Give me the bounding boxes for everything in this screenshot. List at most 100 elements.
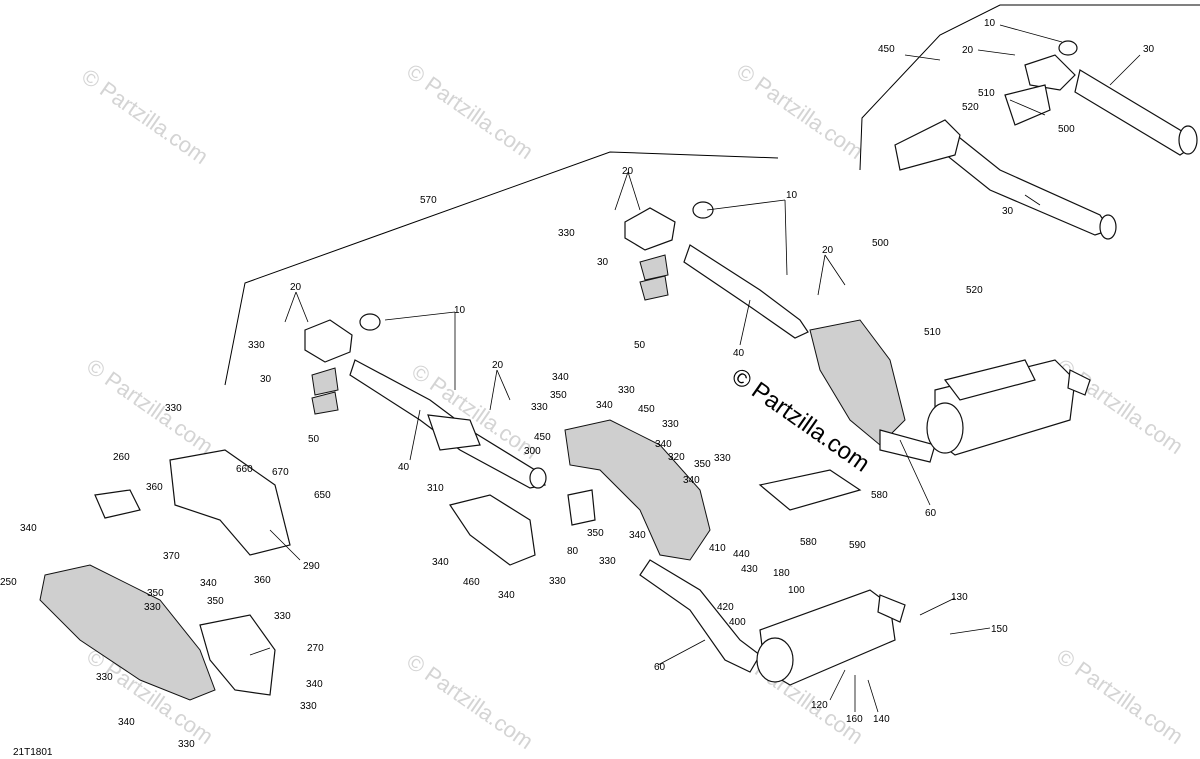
label-370: 370 [163,551,180,562]
label-20: 20 [962,45,974,56]
label-340: 340 [552,372,569,383]
label-300: 300 [524,446,541,457]
label-330: 330 [248,340,265,351]
label-580: 580 [800,537,817,548]
label-140: 140 [873,714,890,725]
group-brackets [224,4,1200,386]
label-270: 270 [307,643,324,654]
label-580: 580 [871,490,888,501]
label-250: 250 [0,577,17,588]
label-330: 330 [662,419,679,430]
label-340: 340 [629,530,646,541]
label-330: 330 [549,576,566,587]
label-340: 340 [596,400,613,411]
watermark: © Partzilla.com [402,649,538,755]
label-260: 260 [113,452,130,463]
label-20: 20 [492,360,504,371]
watermark: © Partzilla.com [77,64,213,170]
label-50: 50 [634,340,646,351]
label-360: 360 [254,575,271,586]
label-650: 650 [314,490,331,501]
label-330: 330 [274,611,291,622]
label-290: 290 [303,561,320,572]
label-570: 570 [420,195,437,206]
label-350: 350 [550,390,567,401]
label-350: 350 [587,528,604,539]
label-10: 10 [786,190,798,201]
label-590: 590 [849,540,866,551]
label-520: 520 [966,285,983,296]
label-10: 10 [454,305,466,316]
label-450: 450 [534,432,551,443]
label-420: 420 [717,602,734,613]
label-30: 30 [1002,206,1014,217]
label-340: 340 [20,523,37,534]
part-labels: 450 10 20 30 510 520 500 30 570 20 330 3… [0,18,1155,758]
label-340: 340 [683,475,700,486]
label-330: 330 [599,556,616,567]
label-180: 180 [773,568,790,579]
label-340: 340 [432,557,449,568]
label-330: 330 [714,453,731,464]
label-120: 120 [811,700,828,711]
label-350: 350 [147,588,164,599]
label-10: 10 [984,18,996,29]
label-440: 440 [733,549,750,560]
label-20: 20 [290,282,302,293]
label-100: 100 [788,585,805,596]
label-30: 30 [597,257,609,268]
label-510: 510 [978,88,995,99]
label-350: 350 [694,459,711,470]
label-670: 670 [272,467,289,478]
label-330: 330 [300,701,317,712]
label-330: 330 [165,403,182,414]
label-30: 30 [1143,44,1155,55]
label-450: 450 [878,44,895,55]
left-header-pipe [304,313,547,489]
label-20: 20 [822,245,834,256]
left-heat-shields [39,449,291,701]
label-40: 40 [398,462,410,473]
watermark: © Partzilla.com [82,354,218,460]
top-right-exhaust-assembly [894,40,1198,240]
watermark: © Partzilla.com [1052,354,1188,460]
label-460: 460 [463,577,480,588]
label-330: 330 [618,385,635,396]
label-350: 350 [207,596,224,607]
label-520: 520 [962,102,979,113]
label-430: 430 [741,564,758,575]
label-330: 330 [178,739,195,750]
label-60: 60 [654,662,666,673]
label-340: 340 [655,439,672,450]
right-muffler-assembly [809,319,1091,463]
label-330: 330 [96,672,113,683]
label-40: 40 [733,348,745,359]
watermark: © Partzilla.com [1052,644,1188,750]
label-130: 130 [951,592,968,603]
label-320: 320 [668,452,685,463]
label-160: 160 [846,714,863,725]
label-330: 330 [558,228,575,239]
label-330: 330 [144,602,161,613]
watermark: © Partzilla.com [732,59,868,165]
label-80: 80 [567,546,579,557]
label-340: 340 [498,590,515,601]
lower-muffler-assembly [639,469,906,686]
label-340: 340 [200,578,217,589]
center-heat-shield [449,419,711,566]
label-360: 360 [146,482,163,493]
label-340: 340 [306,679,323,690]
watermark: © Partzilla.com [402,59,538,165]
leader-lines [249,24,1141,713]
label-500: 500 [1058,124,1075,135]
label-660: 660 [236,464,253,475]
label-30: 30 [260,374,272,385]
label-410: 410 [709,543,726,554]
label-340: 340 [118,717,135,728]
label-60: 60 [925,508,937,519]
label-450: 450 [638,404,655,415]
label-500: 500 [872,238,889,249]
middle-header-pipe [624,201,809,339]
label-510: 510 [924,327,941,338]
